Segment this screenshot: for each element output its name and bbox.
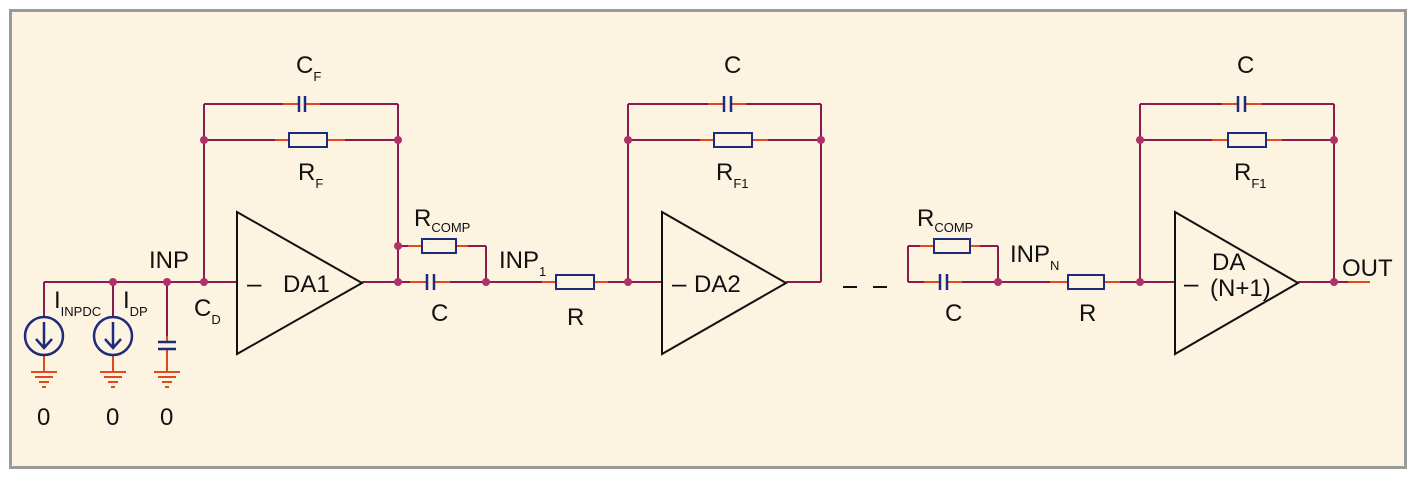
amplifier-da1 xyxy=(236,210,365,356)
junction-node xyxy=(482,278,490,286)
label-rf: RF xyxy=(298,159,323,191)
amplifier-da2 xyxy=(661,210,789,356)
label-cd: CD xyxy=(194,295,221,327)
label-rcomp2: RCOMP xyxy=(917,205,973,235)
ground-symbol-3 xyxy=(153,371,181,388)
resistor-rf1-stage3 xyxy=(1227,132,1267,148)
junction-node xyxy=(200,136,208,144)
label-r1: R xyxy=(567,304,584,331)
junction-node xyxy=(109,278,117,286)
da3-label-line1: DA xyxy=(1212,249,1245,276)
capacitor-c-stage3 xyxy=(1236,96,1247,112)
junction-node xyxy=(1136,278,1144,286)
da1-label: DA1 xyxy=(283,271,330,298)
label-inpn: INPN xyxy=(1010,241,1059,273)
junction-node xyxy=(394,278,402,286)
capacitor-c-comp2 xyxy=(938,274,949,290)
da2-minus-sign: – xyxy=(672,268,687,298)
current-source-iinpdc xyxy=(23,315,65,357)
wires xyxy=(43,103,1370,336)
component-leads xyxy=(43,103,1370,372)
label-rf1-stage3: RF1 xyxy=(1234,159,1267,191)
resistor-r2 xyxy=(1067,274,1105,290)
ground-symbol-2 xyxy=(99,371,127,388)
junction-node xyxy=(817,136,825,144)
junction-node xyxy=(624,136,632,144)
da3-minus-sign: – xyxy=(1184,268,1199,298)
label-out: OUT xyxy=(1342,255,1393,282)
label-rf1-stage2: RF1 xyxy=(716,159,749,191)
resistor-rcomp2 xyxy=(933,238,971,254)
resistor-rf xyxy=(288,132,328,148)
label-cf: CF xyxy=(296,52,321,84)
amplifier-da3 xyxy=(1174,210,1301,356)
label-inp1: INP1 xyxy=(499,247,546,279)
junction-node xyxy=(1330,136,1338,144)
label-c-stage3: C xyxy=(1237,52,1254,79)
da1-minus-sign: – xyxy=(247,268,262,298)
label-c-comp2: C xyxy=(945,300,962,327)
label-c-comp1: C xyxy=(431,300,448,327)
da2-label: DA2 xyxy=(694,271,741,298)
label-ground-2: 0 xyxy=(106,404,119,431)
junction-node xyxy=(1136,136,1144,144)
label-rcomp1: RCOMP xyxy=(414,205,470,235)
label-ground-1: 0 xyxy=(37,404,50,431)
da3-label-line2: (N+1) xyxy=(1210,275,1271,302)
ground-symbol-1 xyxy=(30,371,58,388)
resistor-r1 xyxy=(555,274,595,290)
label-idp: IDP xyxy=(123,287,148,319)
capacitor-c-stage2 xyxy=(722,96,733,112)
junction-node xyxy=(394,136,402,144)
label-iinpdc: IINPDC xyxy=(54,287,101,319)
junction-node xyxy=(1330,278,1338,286)
junction-node xyxy=(394,242,402,250)
junction-node xyxy=(163,278,171,286)
label-ground-3: 0 xyxy=(160,404,173,431)
junction-node xyxy=(200,278,208,286)
resistor-rcomp1 xyxy=(421,238,457,254)
resistor-rf1-stage2 xyxy=(713,132,753,148)
label-r2: R xyxy=(1079,300,1096,327)
capacitor-cf xyxy=(297,96,307,112)
junction-node xyxy=(624,278,632,286)
current-source-idp xyxy=(92,315,134,357)
label-c-stage2: C xyxy=(724,52,741,79)
capacitor-cd xyxy=(158,340,176,351)
capacitor-c-comp1 xyxy=(425,274,436,290)
label-inp: INP xyxy=(149,247,189,274)
junction-node xyxy=(994,278,1002,286)
